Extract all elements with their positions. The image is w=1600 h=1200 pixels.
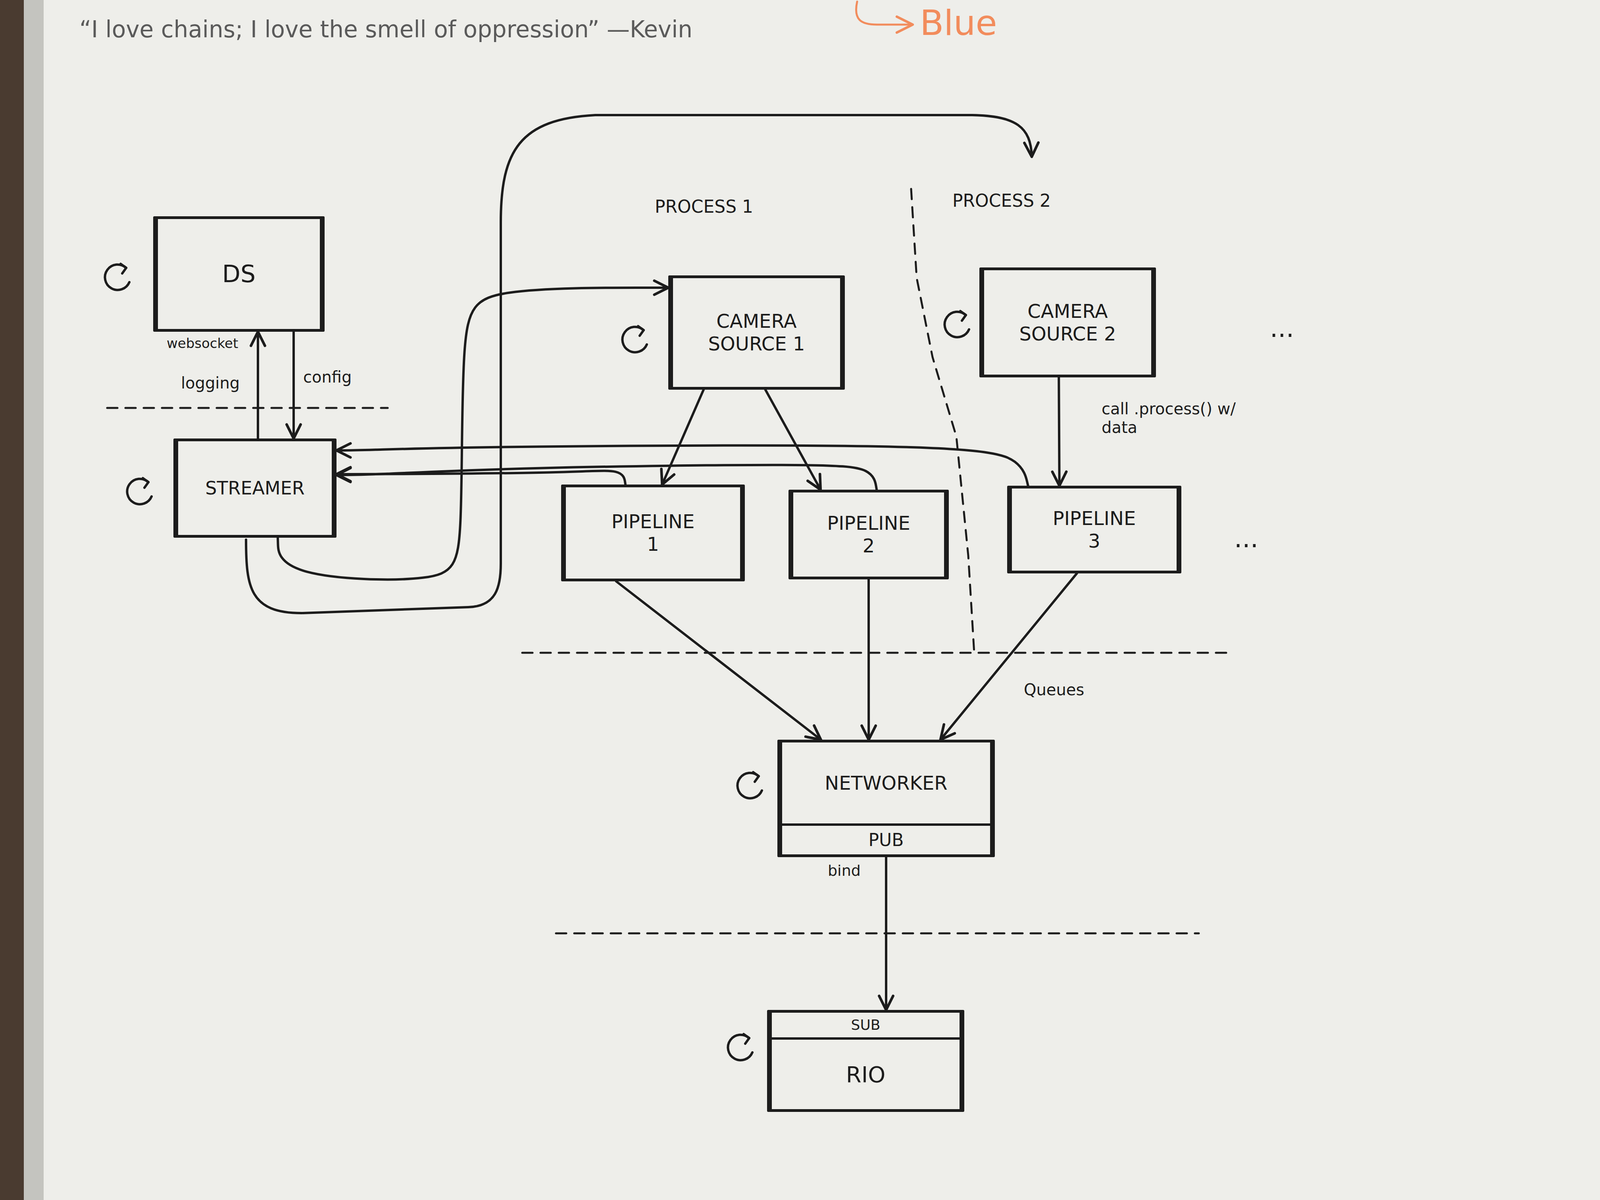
node-label: NETWORKER: [782, 742, 991, 824]
note-label: ...: [1234, 523, 1259, 554]
edge-label: config: [301, 367, 354, 388]
connector-arrow: [256, 331, 260, 439]
connector-arrow: [884, 857, 888, 1010]
node-label: PUB: [782, 823, 991, 855]
node-label: CAMERA SOURCE 1: [689, 309, 825, 355]
dashed-boundary: [107, 407, 388, 410]
node-label: PIPELINE 1: [611, 510, 695, 556]
cycle-symbol: [944, 311, 970, 338]
note-label: ...: [1269, 313, 1295, 344]
cycle-symbol: [104, 263, 130, 291]
board-frame: [0, 0, 24, 1200]
connector-arrow: [616, 581, 822, 740]
note-label: PROCESS 2: [952, 190, 1051, 212]
process-box: DS: [153, 216, 325, 332]
connector-arrow: [1058, 377, 1060, 486]
connector-arrow: [867, 579, 870, 740]
cycle-symbol: [737, 772, 762, 799]
process-box: NETWORKERPUB: [777, 739, 995, 858]
node-label: SUB: [771, 1012, 960, 1040]
process-box: SUBRIO: [767, 1009, 965, 1112]
process-divider: [911, 188, 975, 653]
cycle-symbol: [727, 1034, 753, 1061]
node-label: STREAMER: [205, 477, 305, 499]
process-box: PIPELINE 1: [561, 484, 745, 582]
edge-label: call .process() w/ data: [1100, 398, 1258, 438]
process-box: PIPELINE 3: [1007, 485, 1182, 574]
edge-label: logging: [179, 373, 242, 394]
connector-arrow: [765, 389, 821, 490]
cycle-symbol: [622, 326, 647, 353]
process-box: CAMERA SOURCE 2: [979, 267, 1156, 378]
node-label: RIO: [771, 1039, 960, 1110]
note-label: PROCESS 1: [654, 196, 754, 218]
connector-arrow: [292, 331, 295, 439]
board-frame: [23, 0, 44, 1200]
cycle-symbol: [126, 478, 152, 505]
orange-arrow: [855, 1, 913, 25]
node-label: PIPELINE 3: [1052, 507, 1137, 552]
connector-arrow: [940, 573, 1077, 740]
connector-arrow: [336, 445, 1029, 486]
node-label: DS: [222, 259, 256, 289]
process-box: CAMERA SOURCE 1: [668, 275, 845, 390]
process-box: PIPELINE 2: [788, 489, 949, 580]
flow-arrow: [246, 115, 1032, 614]
note-label: Queues: [1023, 680, 1085, 700]
dashed-boundary: [555, 932, 1199, 935]
node-label: PIPELINE 2: [826, 511, 911, 557]
note-label: bind: [827, 861, 861, 880]
connector-arrow: [662, 389, 704, 485]
dashed-boundary: [522, 651, 1230, 654]
note-label: websocket: [166, 335, 239, 352]
node-label: CAMERA SOURCE 2: [1000, 300, 1136, 345]
note-label: Blue: [919, 2, 998, 44]
note-label: “I love chains; I love the smell of oppr…: [79, 15, 693, 43]
process-box: STREAMER: [173, 438, 337, 538]
